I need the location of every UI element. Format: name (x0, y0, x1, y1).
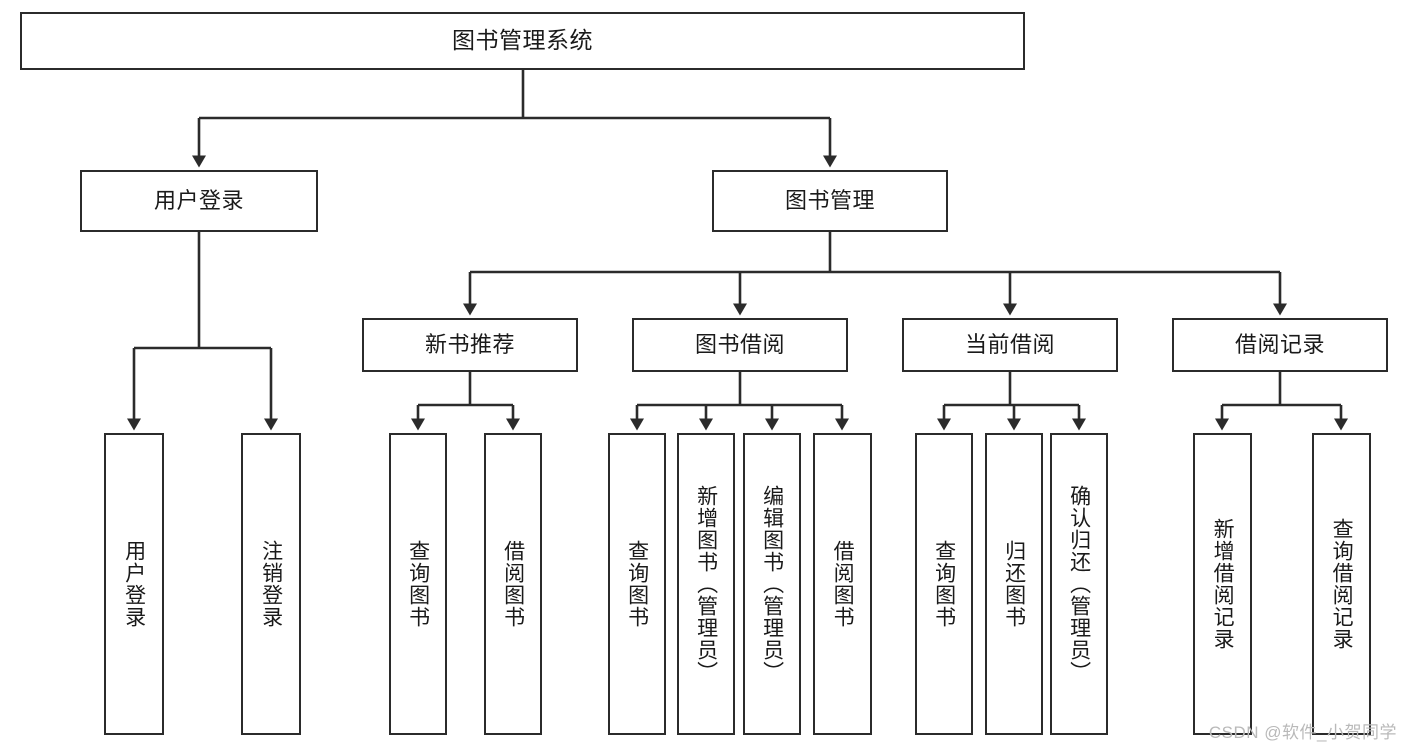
node-leaf-2[interactable]: 查询图书 (389, 433, 447, 735)
node-label: 查询图书 (932, 540, 956, 628)
node-leaf-6[interactable]: 编辑图书（管理员） (743, 433, 801, 735)
node-label: 用户登录 (153, 187, 244, 213)
node-level2-2[interactable]: 当前借阅 (902, 318, 1118, 372)
node-label: 新增借阅记录 (1211, 518, 1235, 650)
node-label: 借阅记录 (1234, 331, 1325, 357)
node-label: 归还图书 (1002, 540, 1026, 628)
node-label: 编辑图书（管理员） (760, 485, 784, 683)
node-leaf-10[interactable]: 确认归还（管理员） (1050, 433, 1108, 735)
node-label: 新增图书（管理员） (694, 485, 718, 683)
node-leaf-7[interactable]: 借阅图书 (813, 433, 872, 735)
node-leaf-5[interactable]: 新增图书（管理员） (677, 433, 735, 735)
node-leaf-3[interactable]: 借阅图书 (484, 433, 542, 735)
node-level2-1[interactable]: 图书借阅 (632, 318, 848, 372)
node-level2-3[interactable]: 借阅记录 (1172, 318, 1388, 372)
node-leaf-9[interactable]: 归还图书 (985, 433, 1043, 735)
node-label: 图书管理系统 (452, 27, 593, 54)
node-leaf-11[interactable]: 新增借阅记录 (1193, 433, 1252, 735)
node-label: 用户登录 (122, 540, 146, 628)
node-label: 当前借阅 (964, 331, 1055, 357)
node-leaf-8[interactable]: 查询图书 (915, 433, 973, 735)
node-leaf-0[interactable]: 用户登录 (104, 433, 164, 735)
node-label: 借阅图书 (831, 540, 855, 628)
node-leaf-4[interactable]: 查询图书 (608, 433, 666, 735)
node-label: 查询图书 (406, 540, 430, 628)
node-label: 新书推荐 (424, 331, 515, 357)
node-label: 借阅图书 (501, 540, 525, 628)
node-level1-1[interactable]: 图书管理 (712, 170, 948, 232)
node-leaf-1[interactable]: 注销登录 (241, 433, 301, 735)
watermark-text: CSDN @软件_小贺同学 (1208, 723, 1397, 742)
node-leaf-12[interactable]: 查询借阅记录 (1312, 433, 1371, 735)
node-level2-0[interactable]: 新书推荐 (362, 318, 578, 372)
node-label: 查询借阅记录 (1330, 518, 1354, 650)
node-label: 图书管理 (784, 187, 875, 213)
node-root-book-management-system[interactable]: 图书管理系统 (20, 12, 1025, 70)
node-label: 确认归还（管理员） (1067, 485, 1091, 683)
node-label: 图书借阅 (694, 331, 785, 357)
node-label: 注销登录 (259, 540, 283, 628)
node-label: 查询图书 (625, 540, 649, 628)
node-level1-0[interactable]: 用户登录 (80, 170, 318, 232)
